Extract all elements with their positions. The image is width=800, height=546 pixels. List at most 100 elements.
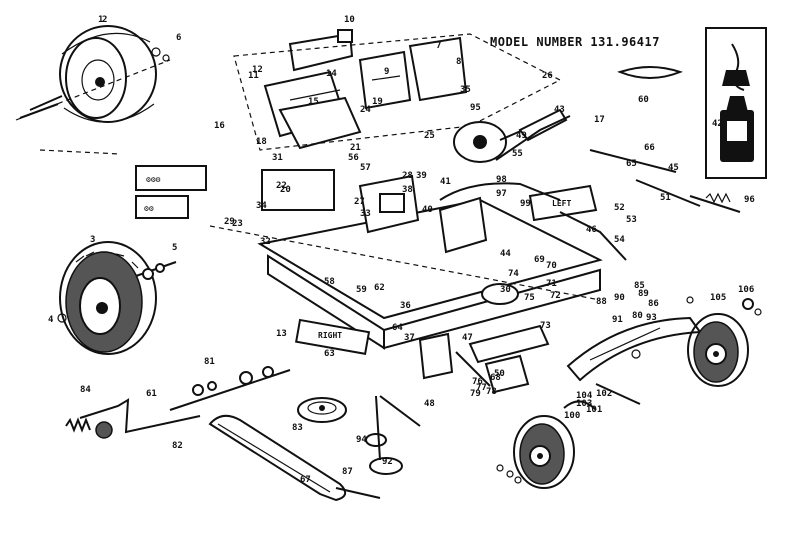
- part-number-label: 32: [260, 237, 271, 247]
- grip-handle: [617, 66, 683, 79]
- part-number-label: 22: [276, 181, 287, 191]
- crank-handle: [65, 398, 201, 439]
- part-number-label: 17: [594, 115, 605, 125]
- part-number-label: 7: [436, 41, 441, 51]
- part-number-label: 104: [576, 391, 593, 401]
- part-number-label: 43: [554, 105, 565, 115]
- part-number-label: 62: [374, 283, 385, 293]
- part-number-label: 40: [422, 205, 433, 215]
- part-number-label: 75: [524, 293, 535, 303]
- part-number-label: 10: [344, 15, 355, 25]
- part-number-label: 50: [494, 369, 505, 379]
- part-number-label: 67: [300, 475, 311, 485]
- front-wheel-right: [687, 313, 749, 387]
- part-number-label: 26: [542, 71, 553, 81]
- part-number-label: 28: [402, 171, 413, 181]
- part-number-label: 4: [48, 315, 54, 325]
- part-number-label: 61: [146, 389, 157, 399]
- touch-up-paint-box: [705, 27, 767, 179]
- part-number-label: 53: [626, 215, 637, 225]
- part-number-label: 11: [248, 71, 259, 81]
- part-number-label: 72: [550, 291, 561, 301]
- part-number-label: 52: [614, 203, 625, 213]
- part-number-label: 42: [712, 119, 723, 129]
- part-number-label: 91: [612, 315, 623, 325]
- part-number-label: 94: [356, 435, 367, 445]
- hardware-bag-1: [135, 165, 207, 191]
- part-number-label: 74: [508, 269, 519, 279]
- part-number-label: 12: [252, 65, 263, 75]
- front-wheel-bottom: [513, 415, 575, 489]
- part-number-label: 63: [324, 349, 335, 359]
- part-number-label: 81: [204, 357, 215, 367]
- chassis-guide: [209, 225, 601, 301]
- rear-wheel-left: [59, 241, 157, 355]
- part-number-label: 60: [638, 95, 649, 105]
- part-number-label: 24: [360, 105, 371, 115]
- part-number-label: 69: [534, 255, 545, 265]
- part-number-label: 82: [172, 441, 183, 451]
- part-number-label: 27: [354, 197, 365, 207]
- part-number-label: 103: [576, 399, 592, 409]
- part-number-label: 38: [402, 185, 413, 195]
- part-number-label: 14: [326, 69, 337, 79]
- part-number-label: 80: [632, 311, 643, 321]
- part-number-label: 3: [90, 235, 95, 245]
- part-number-label: 100: [564, 411, 580, 421]
- part-number-label: 55: [512, 149, 523, 159]
- engine-pulley: [297, 397, 347, 423]
- axle-pins-top-left: [19, 47, 170, 119]
- part-number-label: 89: [638, 289, 649, 299]
- part-number-label: 65: [626, 159, 637, 169]
- part-number-label: 48: [424, 399, 435, 409]
- part-number-label: 36: [400, 301, 411, 311]
- part-number-label: 76: [472, 377, 483, 387]
- part-number-label: 9: [384, 67, 389, 77]
- part-number-label: 56: [348, 153, 359, 163]
- part-number-label: 71: [546, 279, 557, 289]
- part-number-label: 99: [520, 199, 531, 209]
- part-number-label: 49: [516, 131, 527, 141]
- seat-bracket-assembly: [263, 29, 468, 150]
- top-frame-outline: [233, 33, 562, 151]
- part-number-label: 79: [470, 389, 481, 399]
- part-number-label: 30: [500, 285, 511, 295]
- part-number-label: 18: [256, 137, 267, 147]
- part-number-label: 6: [176, 33, 181, 43]
- part-number-label: 25: [424, 131, 435, 141]
- part-number-label: 33: [360, 209, 371, 219]
- part-number-label: 23: [232, 219, 243, 229]
- part-number-label: 5: [172, 243, 177, 253]
- part-number-label: 46: [586, 225, 597, 235]
- svg-text:⚙⚙: ⚙⚙: [144, 204, 154, 213]
- part-number-label: 37: [404, 333, 415, 343]
- part-number-label: 87: [342, 467, 353, 477]
- part-number-label: 102: [596, 389, 612, 399]
- part-number-label: 15: [308, 97, 319, 107]
- drive-belt: [208, 414, 347, 502]
- part-number-label: 1: [98, 15, 103, 25]
- part-number-label: 44: [500, 249, 511, 259]
- part-number-label: 105: [710, 293, 726, 303]
- part-number-label: 2: [102, 15, 107, 25]
- part-number-label: 21: [350, 143, 361, 153]
- part-number-label: 20: [280, 185, 291, 195]
- part-number-label: 29: [224, 217, 235, 227]
- part-number-label: 90: [614, 293, 625, 303]
- part-number-label: 93: [646, 313, 657, 323]
- part-number-label: 54: [614, 235, 625, 245]
- part-number-label: 39: [416, 171, 427, 181]
- hub-hardware-bottom: [496, 464, 522, 484]
- part-number-label: 106: [738, 285, 754, 295]
- part-number-label: 92: [382, 457, 393, 467]
- part-number-label: 95: [470, 103, 481, 113]
- part-number-label: 97: [496, 189, 507, 199]
- axle-guide-line-2: [39, 149, 121, 155]
- model-number: MODEL NUMBER 131.96417: [490, 35, 660, 49]
- rear-wheel-top-left: [59, 25, 157, 123]
- part-number-label: 88: [596, 297, 607, 307]
- shift-linkage: [439, 115, 741, 261]
- part-number-label: 66: [644, 143, 655, 153]
- bushings-left: [169, 366, 291, 411]
